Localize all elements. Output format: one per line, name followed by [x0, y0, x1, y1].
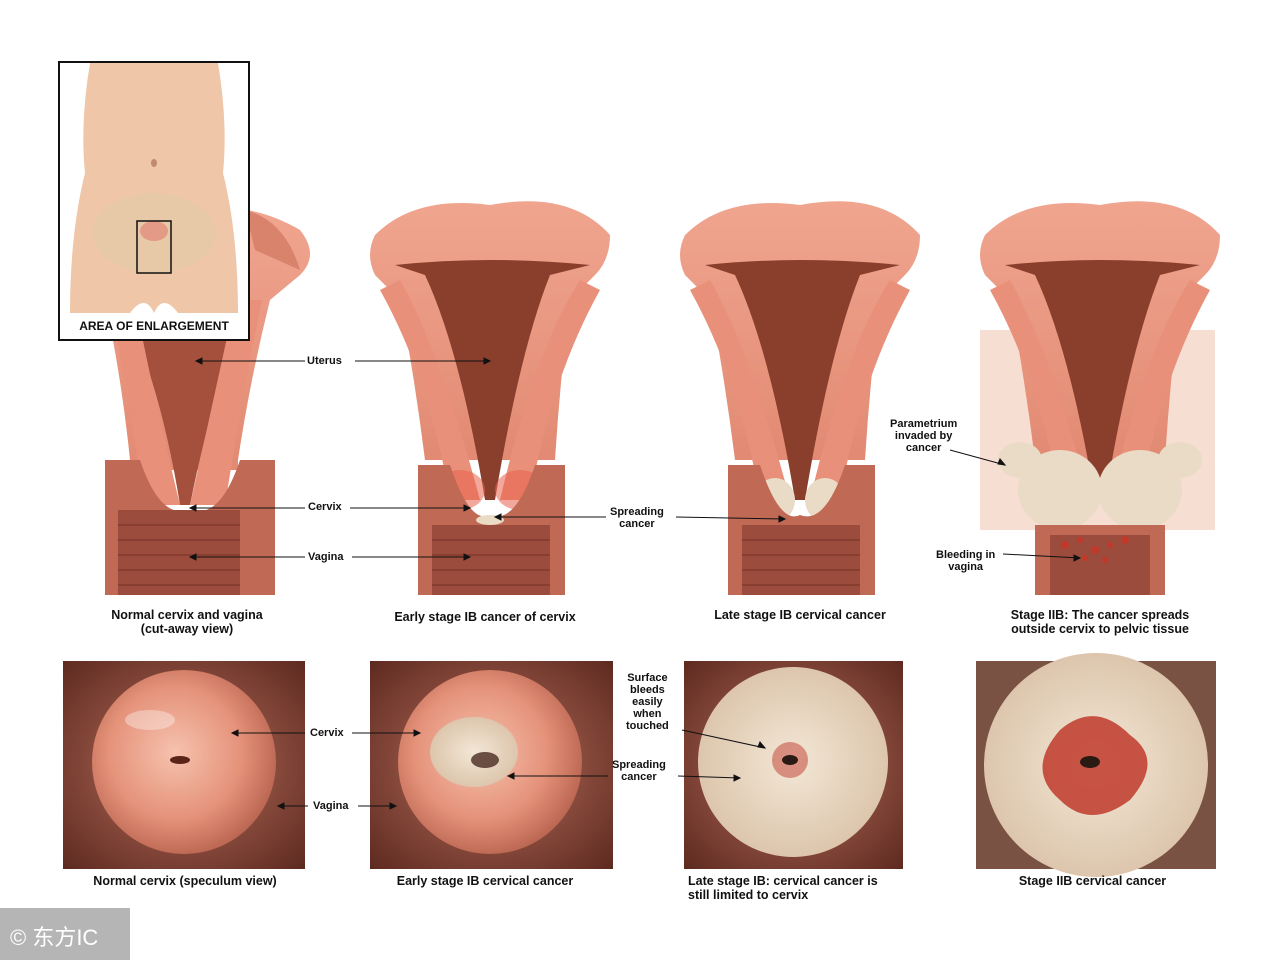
caption-bottom-1: Normal cervix (speculum view) — [93, 874, 277, 888]
speculum-view-early-ib — [370, 661, 613, 869]
label-parametrium: Parametrium invaded by cancer — [890, 418, 958, 454]
caption-top-3: Late stage IB cervical cancer — [714, 608, 886, 622]
label-vagina-top: Vagina — [308, 551, 344, 563]
speculum-view-normal — [63, 661, 305, 869]
label-spreading-cancer-top: Spreading cancer — [610, 506, 664, 530]
leader-lines — [188, 357, 1082, 810]
caption-bottom-4: Stage IIB cervical cancer — [1018, 874, 1167, 888]
label-uterus: Uterus — [307, 355, 342, 367]
label-bleeding-in-vagina: Bleeding in vagina — [936, 549, 996, 573]
torso-illustration — [70, 63, 238, 313]
watermark-badge: © 东方IC — [0, 908, 130, 960]
caption-top-4: Stage IIB: The cancer spreads outside ce… — [1010, 608, 1190, 636]
caption-bottom-3: Late stage IB: cervical cancer is still … — [688, 874, 878, 902]
label-vagina-bottom: Vagina — [313, 800, 349, 812]
inset-caption: AREA OF ENLARGEMENT — [79, 319, 229, 333]
speculum-view-late-ib — [684, 661, 903, 869]
label-cervix-top: Cervix — [308, 501, 342, 513]
uterus-diagram-stage-iib — [980, 201, 1220, 595]
caption-bottom-2: Early stage IB cervical cancer — [396, 874, 574, 888]
label-cervix-bottom: Cervix — [310, 727, 344, 739]
speculum-view-stage-iib — [976, 653, 1216, 877]
caption-top-2: Early stage IB cancer of cervix — [394, 610, 576, 624]
uterus-diagram-early-ib — [370, 201, 610, 595]
caption-top-1: Normal cervix and vagina (cut-away view) — [111, 608, 263, 636]
uterus-diagram-late-ib — [680, 201, 920, 595]
area-of-enlargement-inset: AREA OF ENLARGEMENT — [58, 61, 250, 341]
label-spreading-cancer-bottom: Spreading cancer — [612, 759, 666, 783]
watermark-text: © 东方IC — [10, 925, 99, 950]
label-surface-bleeds: Surface bleeds easily when touched — [626, 672, 669, 732]
